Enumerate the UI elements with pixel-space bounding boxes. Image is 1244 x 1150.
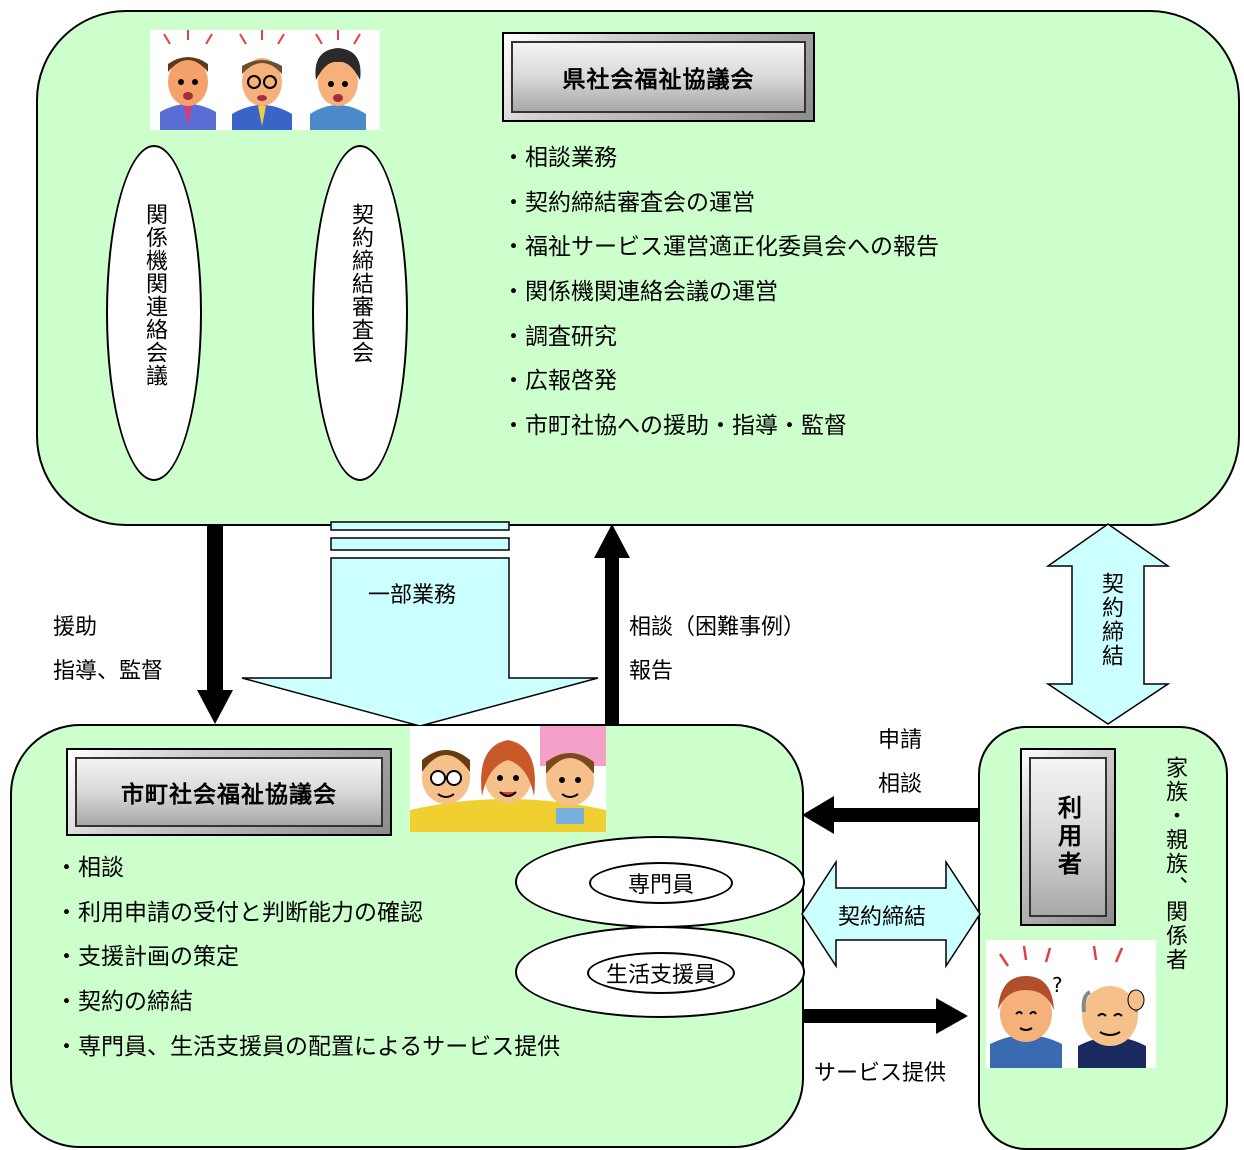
support-label: 援助 <box>53 615 98 640</box>
list-item: ・調査研究 <box>502 323 617 350</box>
contract-review-oval: 契約締結審査会 <box>312 145 408 481</box>
report-label: 報告 <box>629 659 674 684</box>
partial-work-label: 一部業務 <box>368 583 457 608</box>
list-item: ・福祉サービス運営適正化委員会への報告 <box>502 234 939 261</box>
consult-label: 相談（困難事例） <box>629 615 806 640</box>
user-title: 利用者 <box>1020 748 1116 926</box>
apply-left-arrow <box>802 796 980 834</box>
partial-work-stripes <box>330 521 510 551</box>
svg-text:?: ? <box>1052 973 1063 997</box>
list-item: ・利用申請の受付と判断能力の確認 <box>55 899 423 926</box>
prefecture-duties-list: ・相談業務 ・契約締結審査会の運営 ・福祉サービス運営適正化委員会への報告 ・関… <box>502 136 939 449</box>
specialist-ring: 専門員 <box>515 836 805 928</box>
three-surprised-people-icon <box>150 30 380 130</box>
life-support-staff-label: 生活支援員 <box>587 952 735 994</box>
list-item: ・相談業務 <box>502 145 617 171</box>
consult-up-arrow <box>594 524 630 726</box>
apply-label: 申請 <box>878 728 923 753</box>
family-label: 家族・親族、関係者 <box>1162 756 1187 972</box>
list-item: ・契約締結審査会の運営 <box>502 189 755 216</box>
list-item: ・支援計画の策定 <box>55 944 239 971</box>
prefecture-council-title-text: 県社会福祉協議会 <box>511 41 806 113</box>
service-label: サービス提供 <box>814 1061 947 1086</box>
prefecture-council-title: 県社会福祉協議会 <box>502 32 815 122</box>
contract-horizontal-label: 契約締結 <box>838 905 927 930</box>
contract-vertical-label: 契約締結 <box>1098 572 1123 668</box>
municipal-duties-list: ・相談 ・利用申請の受付と判断能力の確認 ・支援計画の策定 ・契約の締結 ・専門… <box>55 846 560 1069</box>
list-item: ・相談 <box>55 855 124 881</box>
guidance-label: 指導、監督 <box>53 659 164 684</box>
user-title-text: 利用者 <box>1029 757 1107 917</box>
contract-review-label: 契約締結審査会 <box>348 203 373 364</box>
three-smiling-staff-icon <box>410 726 606 832</box>
municipal-council-title: 市町社会福祉協議会 <box>66 748 392 836</box>
list-item: ・関係機関連絡会議の運営 <box>502 279 778 306</box>
liaison-meeting-label: 関係機関連絡会議 <box>142 203 167 387</box>
life-support-staff-ring: 生活支援員 <box>515 926 805 1018</box>
list-item: ・市町社協への援助・指導・監督 <box>502 413 847 440</box>
liaison-meeting-oval: 関係機関連絡会議 <box>106 145 202 481</box>
list-item: ・専門員、生活支援員の配置によるサービス提供 <box>55 1033 561 1060</box>
list-item: ・契約の締結 <box>55 989 193 1016</box>
service-right-arrow <box>802 998 968 1034</box>
list-item: ・広報啓発 <box>502 368 617 395</box>
specialist-label: 専門員 <box>589 862 733 904</box>
apply-consult-label: 相談 <box>878 772 923 797</box>
two-confused-elderly-icon: ? <box>986 940 1156 1068</box>
municipal-council-title-text: 市町社会福祉協議会 <box>75 757 383 827</box>
support-down-arrow <box>197 524 233 724</box>
